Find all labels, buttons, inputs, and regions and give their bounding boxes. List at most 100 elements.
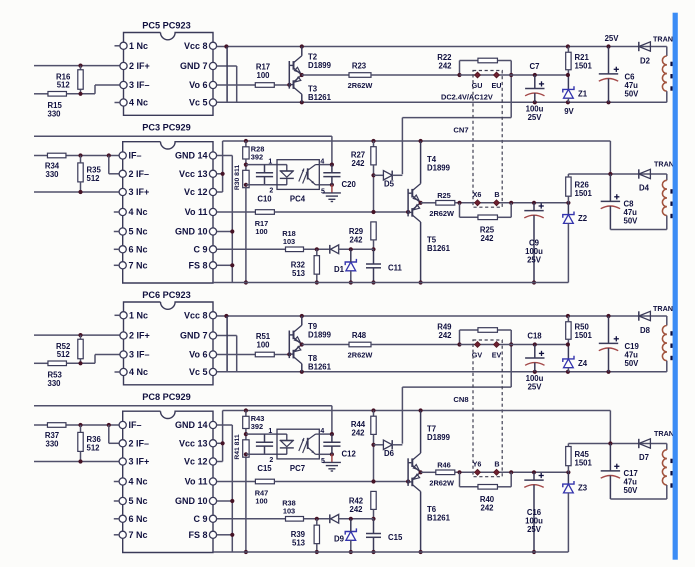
svg-text:Vc 5: Vc 5	[189, 98, 208, 108]
svg-text:Vcc 8: Vcc 8	[184, 41, 208, 51]
svg-text:R32: R32	[291, 261, 306, 270]
svg-text:T7: T7	[427, 425, 436, 434]
svg-text:512: 512	[57, 350, 71, 359]
svg-text:392: 392	[251, 422, 263, 431]
svg-text:512: 512	[87, 444, 101, 453]
svg-text:Vo 11: Vo 11	[185, 477, 208, 487]
svg-text:GV: GV	[472, 350, 483, 359]
svg-text:7 Nc: 7 Nc	[129, 261, 148, 271]
svg-text:R41 811: R41 811	[234, 434, 241, 460]
svg-text:PC3 PC929: PC3 PC929	[142, 123, 191, 133]
svg-text:C7: C7	[530, 62, 540, 71]
svg-text:50V: 50V	[624, 486, 639, 495]
svg-text:Z3: Z3	[578, 484, 588, 493]
svg-text:D9: D9	[334, 535, 345, 544]
svg-text:103: 103	[283, 237, 295, 246]
svg-text:D1899: D1899	[308, 61, 332, 70]
svg-text:D4: D4	[639, 184, 650, 193]
svg-text:GND 7: GND 7	[180, 61, 208, 71]
svg-text:330: 330	[45, 170, 59, 179]
svg-text:C12: C12	[342, 450, 357, 459]
svg-text:Vc 12: Vc 12	[184, 457, 208, 467]
svg-text:330: 330	[45, 440, 59, 449]
svg-text:25V: 25V	[527, 256, 542, 265]
svg-text:R36: R36	[87, 435, 102, 444]
svg-text:GU: GU	[472, 81, 483, 90]
svg-text:FS 8: FS 8	[188, 261, 207, 271]
svg-text:103: 103	[283, 507, 295, 516]
svg-text:B: B	[494, 460, 499, 469]
svg-text:Z1: Z1	[578, 90, 588, 99]
svg-text:PC8 PC929: PC8 PC929	[142, 392, 191, 402]
svg-text:1501: 1501	[575, 189, 593, 198]
svg-text:R27: R27	[351, 151, 365, 160]
svg-text:DC2.4V/AC12V: DC2.4V/AC12V	[441, 93, 493, 102]
svg-text:R44: R44	[351, 420, 366, 429]
svg-text:R40: R40	[480, 495, 495, 504]
svg-text:2R62W: 2R62W	[348, 81, 373, 90]
svg-text:D1899: D1899	[427, 433, 451, 442]
svg-text:5 Nc: 5 Nc	[129, 227, 148, 237]
svg-text:1 Nc: 1 Nc	[129, 311, 148, 321]
svg-text:100: 100	[255, 227, 267, 236]
svg-text:242: 242	[480, 234, 494, 243]
svg-text:Z2: Z2	[578, 214, 588, 223]
svg-text:Vo 6: Vo 6	[189, 80, 207, 90]
svg-text:T4: T4	[427, 155, 437, 164]
svg-text:C8: C8	[624, 200, 635, 209]
svg-text:B1261: B1261	[308, 363, 332, 372]
svg-text:R17: R17	[256, 63, 270, 72]
svg-text:25V: 25V	[527, 525, 542, 534]
svg-text:GND 14: GND 14	[175, 420, 208, 430]
svg-text:B1261: B1261	[427, 514, 451, 523]
svg-text:1 Nc: 1 Nc	[129, 41, 148, 51]
svg-text:512: 512	[57, 81, 71, 90]
svg-text:C6: C6	[625, 73, 636, 82]
svg-text:R48: R48	[352, 331, 367, 340]
svg-text:R50: R50	[575, 323, 590, 332]
svg-text:513: 513	[292, 539, 306, 548]
svg-text:5 Nc: 5 Nc	[129, 496, 148, 506]
svg-text:R30 811: R30 811	[234, 165, 241, 191]
svg-text:GND 10: GND 10	[175, 496, 208, 506]
svg-text:GND 10: GND 10	[175, 227, 208, 237]
svg-text:R42: R42	[349, 497, 364, 506]
svg-text:2: 2	[269, 187, 273, 194]
svg-text:7 Nc: 7 Nc	[129, 530, 148, 540]
svg-text:242: 242	[349, 505, 363, 514]
svg-text:2R62W: 2R62W	[429, 479, 454, 488]
svg-text:50V: 50V	[624, 217, 639, 226]
svg-text:Z4: Z4	[578, 359, 588, 368]
svg-text:47u: 47u	[625, 81, 639, 90]
svg-text:47u: 47u	[624, 208, 638, 217]
svg-text:9V: 9V	[564, 107, 574, 116]
svg-text:4 Nc: 4 Nc	[129, 367, 148, 377]
svg-text:CN8: CN8	[453, 395, 468, 404]
svg-text:5: 5	[321, 188, 325, 195]
svg-text:100: 100	[255, 497, 267, 506]
svg-text:B1261: B1261	[308, 93, 332, 102]
svg-text:TRAN: TRAN	[654, 160, 674, 169]
svg-text:R52: R52	[56, 342, 71, 351]
svg-text:R38: R38	[282, 499, 296, 508]
svg-text:C20: C20	[342, 180, 357, 189]
svg-text:R37: R37	[45, 431, 59, 440]
svg-text:D6: D6	[384, 449, 395, 458]
svg-text:FS 8: FS 8	[188, 530, 207, 540]
svg-text:C10: C10	[257, 195, 272, 204]
svg-text:Vc 5: Vc 5	[189, 367, 208, 377]
svg-text:R21: R21	[575, 53, 590, 62]
svg-text:5: 5	[321, 458, 325, 465]
svg-text:1: 1	[268, 428, 272, 435]
svg-text:47u: 47u	[625, 351, 639, 360]
svg-text:T9: T9	[308, 322, 318, 331]
svg-text:392: 392	[251, 153, 263, 162]
svg-text:T5: T5	[427, 236, 437, 245]
svg-text:R47: R47	[255, 489, 269, 498]
svg-text:C 9: C 9	[193, 514, 207, 524]
svg-text:242: 242	[349, 236, 363, 245]
svg-text:B1261: B1261	[427, 244, 451, 253]
svg-text:2 IF–: 2 IF–	[129, 169, 150, 179]
svg-text:R46: R46	[437, 461, 451, 470]
svg-text:R22: R22	[437, 53, 452, 62]
